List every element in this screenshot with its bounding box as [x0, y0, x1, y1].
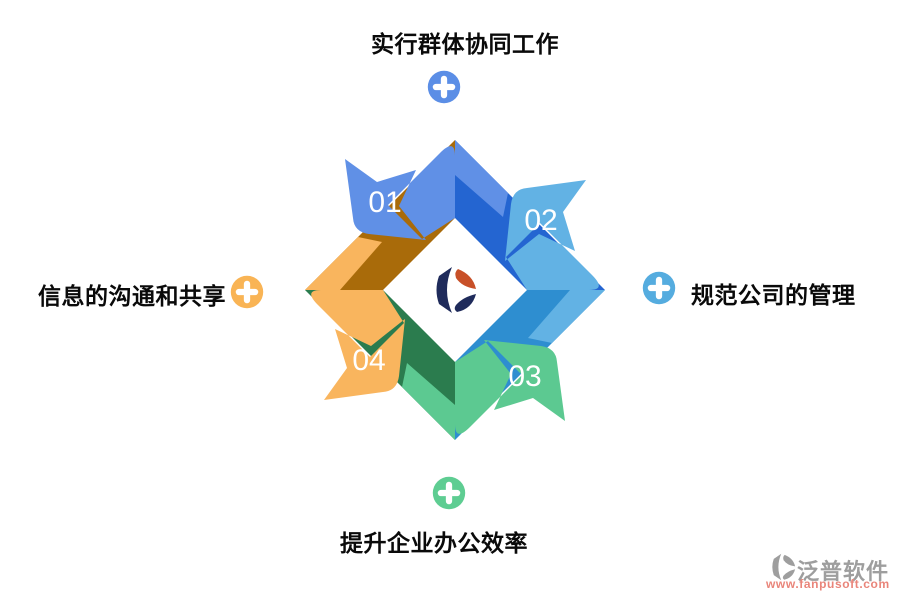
plus-glyph	[437, 481, 461, 505]
plus-glyph	[647, 276, 671, 300]
bright-ribbons	[305, 140, 605, 440]
ribbon-arrow-step-03	[402, 340, 565, 440]
logo-left-shape	[436, 267, 452, 313]
plus-glyph	[432, 75, 456, 99]
ribbon-arrow-step-04	[305, 237, 405, 400]
step-number-01: 01	[368, 186, 401, 219]
label-top: 实行群体协同工作	[371, 31, 559, 57]
step-number-03: 03	[508, 360, 541, 393]
step-number-02: 02	[524, 204, 557, 237]
step-numbers: 01 02 03 04	[352, 186, 557, 393]
plus-glyph	[235, 280, 259, 304]
plus-icon-right	[642, 271, 676, 305]
label-bottom: 提升企业办公效率	[340, 530, 528, 556]
plus-icon-top	[427, 70, 461, 104]
watermark-url: www.fanpusoft.com	[766, 577, 890, 591]
ribbon-cycle: 01 02 03 04	[305, 140, 605, 440]
plus-icon-bottom	[432, 476, 466, 510]
label-left: 信息的沟通和共享	[38, 283, 226, 309]
watermark-brand: 泛普软件	[797, 559, 890, 584]
logo-bottom-swoosh	[454, 294, 476, 312]
fanpu-logo-icon	[436, 267, 476, 313]
ribbon-arrow-step-01	[345, 140, 508, 240]
ribbon-arrow-step-02	[505, 180, 605, 343]
label-right: 规范公司的管理	[691, 282, 856, 308]
logo-top-petal	[783, 554, 796, 567]
step-number-04: 04	[352, 344, 385, 377]
plus-icon-left	[230, 275, 264, 309]
logo-top-petal	[455, 269, 476, 289]
logo-bottom-swoosh	[782, 569, 796, 580]
fanpu-logo-icon-grey	[772, 553, 796, 581]
logo-left-shape	[772, 553, 782, 581]
